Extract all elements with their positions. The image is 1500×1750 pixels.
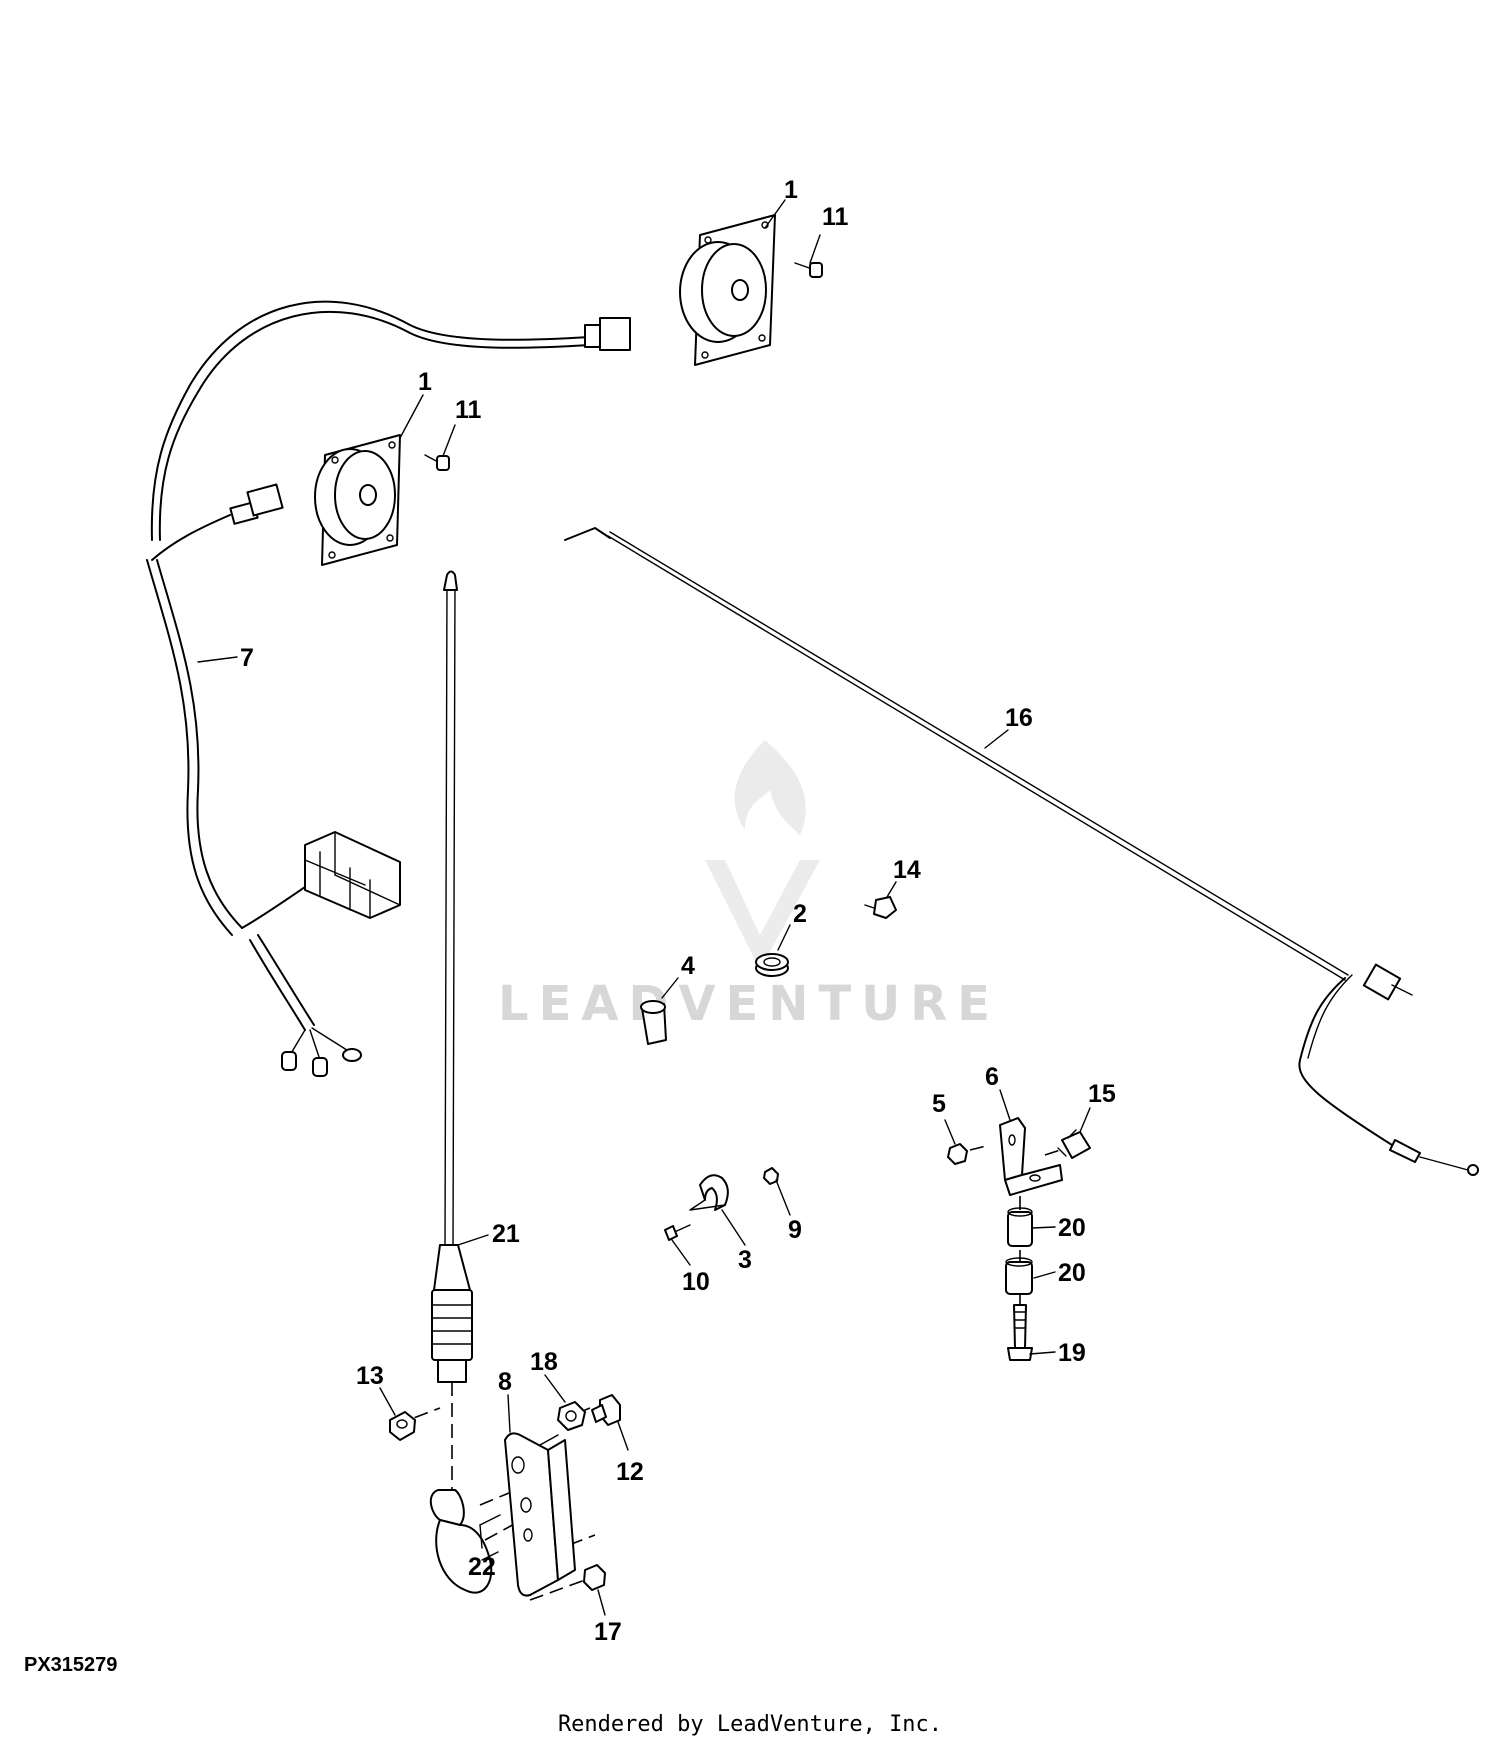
callout-19-bolt: 19 (1058, 1339, 1086, 1367)
callout-13-nut: 13 (356, 1362, 384, 1390)
antenna-mast-21 (431, 570, 473, 1383)
callout-2-grommet: 2 (793, 900, 807, 928)
spacer-18 (557, 1401, 586, 1431)
callout-6-bracket: 6 (985, 1063, 999, 1091)
bolt-19 (1007, 1304, 1033, 1361)
wiring-harness-7 (146, 300, 631, 1077)
callout-20-lower-spacer: 20 (1058, 1259, 1086, 1287)
bolt-12 (591, 1394, 621, 1426)
speaker-lower-1 (314, 434, 401, 566)
clip-15 (1057, 1129, 1091, 1159)
nut-5 (947, 1143, 968, 1165)
watermark-text: LEADVENTURE (498, 976, 1000, 1032)
screw-10 (664, 1224, 691, 1241)
callout-1-lower-speaker: 1 (418, 368, 432, 396)
callout-14-screw: 14 (893, 856, 921, 884)
render-credit: Rendered by LeadVenture, Inc. (557, 1712, 943, 1737)
grommet-2 (755, 953, 789, 977)
callout-10-screw: 10 (682, 1268, 710, 1296)
callout-21-antenna: 21 (492, 1220, 520, 1248)
watermark-logo (705, 740, 820, 970)
callout-8-bracket: 8 (498, 1368, 512, 1396)
screw-11-lower (424, 454, 450, 471)
spacer-20-lower (1005, 1257, 1033, 1295)
leader-lines (197, 199, 1091, 1616)
callout-11-lower-screw: 11 (455, 396, 482, 424)
callout-16-cable: 16 (1005, 704, 1033, 732)
bracket-6 (999, 1117, 1063, 1196)
callout-22-antenna-base: 22 (468, 1553, 496, 1581)
callout-1-upper-speaker: 1 (784, 176, 798, 204)
callout-3-clamp: 3 (738, 1246, 752, 1274)
callout-9-nut: 9 (788, 1216, 802, 1244)
callout-labels: 1 11 1 11 7 16 14 2 4 6 5 15 9 3 10 21 2… (240, 176, 1116, 1646)
callout-18-spacer: 18 (530, 1348, 558, 1376)
assembly-dashed-lines (394, 1144, 1061, 1601)
callout-7-harness: 7 (240, 644, 254, 672)
nut-17 (583, 1564, 606, 1591)
figure-id: PX315279 (24, 1654, 118, 1676)
spacer-20-upper (1007, 1207, 1033, 1247)
screw-11-upper (794, 262, 823, 278)
nut-13 (389, 1411, 416, 1441)
antenna-cable-16 (564, 527, 1479, 1176)
callout-15-clip: 15 (1088, 1080, 1116, 1108)
clamp-3 (689, 1174, 729, 1211)
callout-5-nut: 5 (932, 1090, 946, 1118)
callout-11-upper-screw: 11 (822, 203, 849, 231)
speaker-upper-1 (679, 214, 776, 366)
bracket-8 (504, 1432, 576, 1597)
screw-14 (864, 896, 897, 919)
callout-12-bolt: 12 (616, 1458, 644, 1486)
callout-4-grommet: 4 (681, 952, 695, 980)
grommet-4 (640, 1000, 667, 1045)
callout-17-nut: 17 (594, 1618, 622, 1646)
callout-20-upper-spacer: 20 (1058, 1214, 1086, 1242)
antenna-base-22 (429, 1489, 501, 1594)
